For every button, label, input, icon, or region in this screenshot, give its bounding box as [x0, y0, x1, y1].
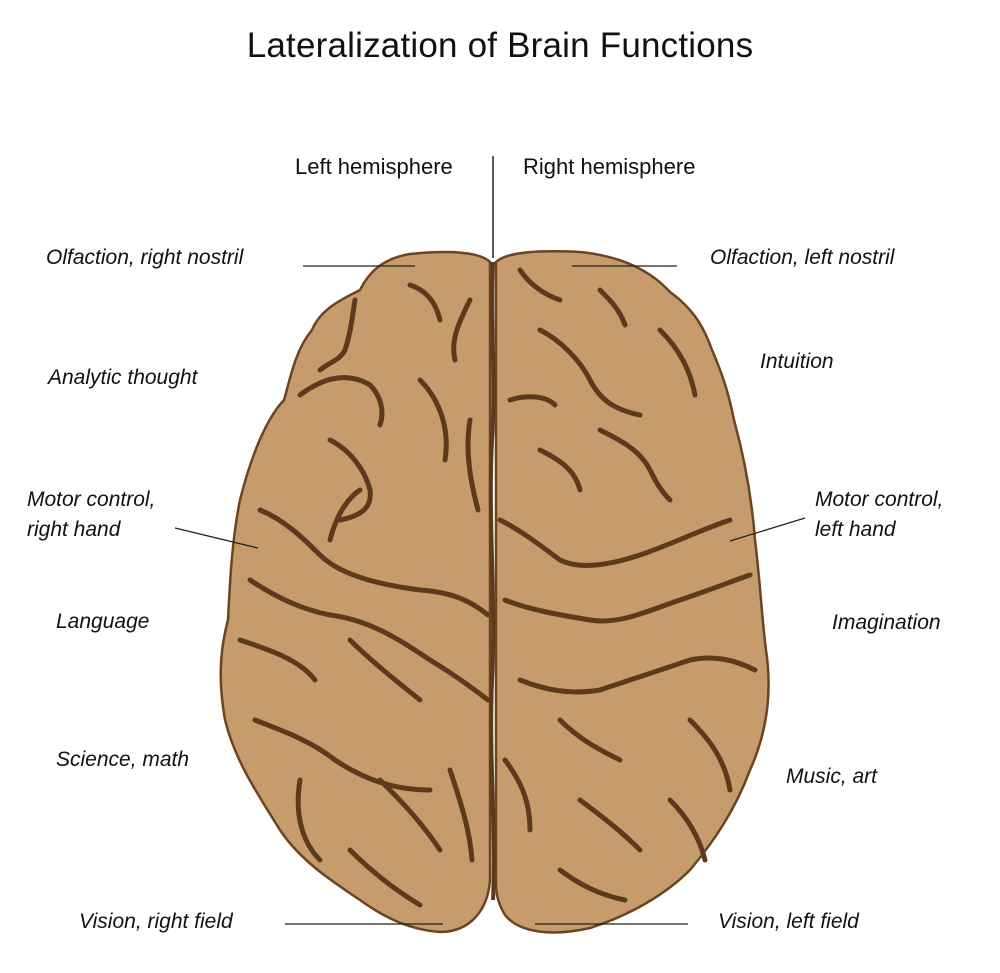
- label-vision-right-field: Vision, right field: [79, 910, 233, 933]
- right-hemisphere-shape: [494, 250, 770, 934]
- leader-line-motor-left-hand: [729, 517, 806, 542]
- label-motor-control-left-line2: left hand: [815, 518, 896, 541]
- leader-line-motor-right-hand: [174, 527, 259, 549]
- label-language: Language: [56, 610, 150, 633]
- leader-lines: [174, 265, 806, 925]
- label-olfaction-left-nostril: Olfaction, left nostril: [710, 246, 895, 269]
- label-imagination: Imagination: [832, 611, 941, 634]
- left-hemisphere-shape: [219, 250, 492, 934]
- left-sulci: [237, 282, 491, 908]
- right-sulci: [497, 267, 758, 903]
- label-motor-control-left-line1: Motor control,: [815, 488, 944, 511]
- label-science-math: Science, math: [56, 748, 190, 771]
- label-vision-left-field: Vision, left field: [718, 910, 859, 933]
- left-hemisphere-label: Left hemisphere: [295, 154, 453, 179]
- label-motor-control-right-line1: Motor control,: [27, 488, 156, 511]
- label-music-art: Music, art: [786, 765, 878, 788]
- diagram-title: Lateralization of Brain Functions: [246, 26, 754, 65]
- label-intuition: Intuition: [760, 350, 834, 373]
- label-motor-control-right-line2: right hand: [27, 518, 121, 541]
- longitudinal-fissure: [488, 261, 496, 901]
- label-analytic-thought: Analytic thought: [48, 366, 198, 389]
- label-olfaction-right-nostril: Olfaction, right nostril: [46, 246, 244, 269]
- right-hemisphere-label: Right hemisphere: [523, 154, 696, 179]
